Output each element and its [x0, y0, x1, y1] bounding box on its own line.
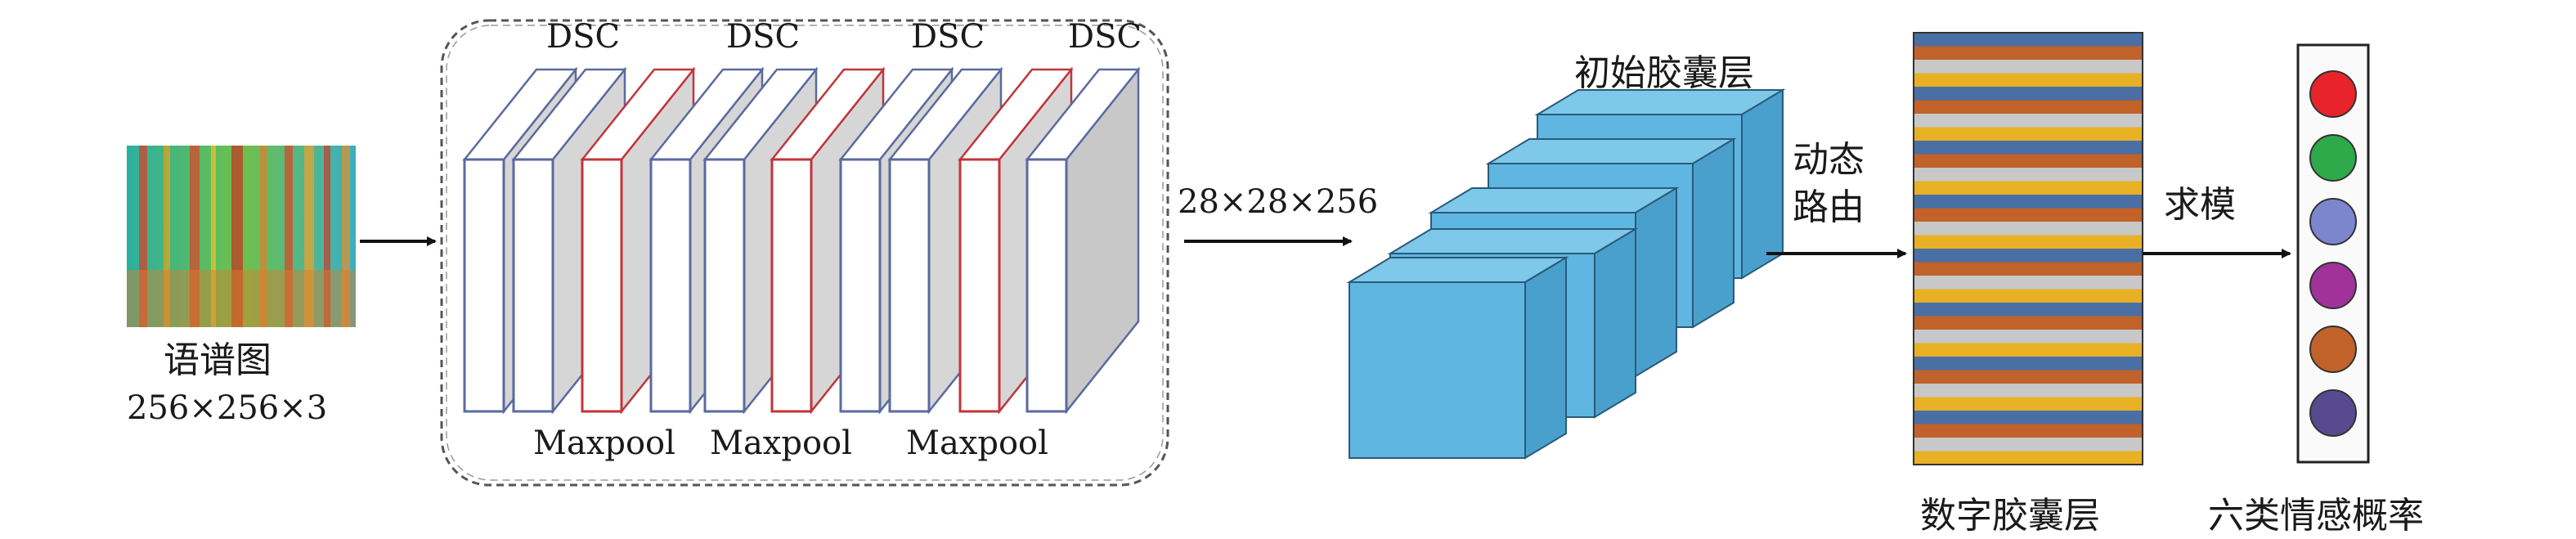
digit-capsule-stripe	[1914, 235, 2143, 249]
cnn-slab	[1025, 66, 1141, 415]
maxpool-label-1: Maxpool	[533, 424, 675, 462]
digit-capsule-stripe	[1914, 114, 2143, 128]
cnn-slab-front	[649, 158, 692, 413]
spectrogram-band	[231, 146, 243, 327]
spectrogram-band	[342, 146, 350, 327]
digit-capsule-stripe	[1914, 195, 2143, 209]
spectrogram-band	[324, 146, 330, 327]
digit-capsule-stripe	[1914, 330, 2143, 344]
digit-capsule-stripe	[1914, 73, 2143, 88]
maxpool-label-3: Maxpool	[906, 424, 1048, 462]
digit-capsule-stripe	[1914, 87, 2143, 101]
digit-capsule-stripe	[1914, 208, 2143, 222]
spectrogram-low-band	[127, 270, 356, 327]
cnn-slab-front	[512, 158, 554, 413]
emotion-probability-circle	[2309, 198, 2357, 245]
cube-top	[1387, 228, 1639, 254]
primary-caps-label: 初始胶囊层	[1574, 52, 1754, 94]
input-caption: 语谱图	[164, 339, 272, 381]
cnn-block-outline	[440, 19, 1169, 487]
emotion-probability-circle	[2309, 326, 2357, 373]
digit-capsule-stripe	[1914, 222, 2143, 236]
cnn-slab-front	[958, 158, 1001, 413]
digit-capsule-stripe	[1914, 343, 2143, 357]
input-dims: 256×256×3	[127, 389, 327, 427]
dsc-label-1: DSC	[546, 18, 620, 56]
digit-capsule-stripe	[1914, 181, 2143, 195]
feature-dims-label: 28×28×256	[1178, 183, 1378, 221]
norm-label: 求模	[2164, 184, 2236, 226]
digit-capsule-stripe	[1914, 303, 2143, 317]
primary-capsule-cube	[1346, 256, 1569, 460]
digit-capsule-stripe	[1914, 397, 2143, 411]
spectrogram-band	[164, 146, 170, 327]
digit-capsule-stripe	[1914, 100, 2143, 115]
digit-capsule-stripe	[1914, 289, 2143, 303]
cnn-slab-front	[581, 158, 623, 413]
cube-front	[1349, 281, 1526, 459]
digit-capsule-stripe	[1914, 168, 2143, 182]
digit-capsule-stripe	[1914, 141, 2143, 155]
emotion-probability-circle	[2309, 70, 2357, 118]
routing-label-line1: 动态	[1793, 139, 1865, 181]
digit-capsule-stack	[1913, 32, 2143, 465]
digit-capsule-stripe	[1914, 370, 2143, 384]
dsc-label-2: DSC	[726, 18, 800, 56]
digit-capsule-stripe	[1914, 384, 2143, 398]
spectrogram-image	[127, 146, 356, 327]
cnn-slab-front	[463, 158, 505, 413]
digit-capsule-frame	[1913, 32, 2143, 465]
cnn-layer-slabs	[462, 66, 1141, 415]
dsc-label-4: DSC	[1068, 18, 1142, 56]
cnn-slab-front	[839, 158, 882, 413]
cube-side	[1635, 186, 1677, 378]
digit-capsule-stripe	[1914, 424, 2143, 438]
digit-capsule-stripe	[1914, 411, 2143, 424]
digit-capsule-stripe	[1914, 438, 2143, 451]
cnn-slab-front	[703, 158, 746, 413]
cube-top	[1485, 138, 1737, 164]
spectrogram-band	[304, 146, 314, 327]
digit-capsule-stripe	[1914, 154, 2143, 168]
cube-side	[1741, 88, 1784, 280]
cube-side	[1692, 137, 1735, 329]
digit-capsule-stripe	[1914, 60, 2143, 74]
spectrogram-band	[285, 146, 293, 327]
emotion-probability-circle	[2309, 389, 2357, 437]
emotion-probability-circle	[2309, 262, 2357, 309]
cube-top	[1428, 187, 1680, 213]
digit-caps-label: 数字胶囊层	[1920, 495, 2100, 537]
digit-capsule-stripe	[1914, 262, 2143, 276]
digit-capsule-stripe	[1914, 127, 2143, 141]
cube-side	[1594, 227, 1636, 419]
cnn-slab-front	[888, 158, 931, 413]
cnn-slab-front	[1025, 158, 1068, 413]
primary-capsule-cubes	[1346, 88, 1786, 460]
digit-capsule-stripe	[1914, 276, 2143, 290]
digit-capsule-stripe	[1914, 451, 2143, 465]
digit-capsule-stripe	[1914, 357, 2143, 371]
emotion-probability-circles	[2309, 70, 2357, 437]
spectrogram-band	[260, 146, 267, 327]
cnn-block-outline-inner	[446, 25, 1164, 481]
digit-capsule-stripe	[1914, 249, 2143, 263]
digit-capsule-stripe	[1914, 316, 2143, 330]
output-label: 六类情感概率	[2208, 495, 2424, 537]
routing-label-line2: 路由	[1793, 186, 1865, 228]
spectrogram-band	[211, 146, 216, 327]
maxpool-label-2: Maxpool	[710, 424, 852, 462]
cnn-slab-front	[770, 158, 813, 413]
emotion-probability-circle	[2309, 134, 2357, 182]
digit-capsule-stripe	[1914, 33, 2143, 47]
spectrogram-band	[139, 146, 147, 327]
dsc-label-3: DSC	[911, 18, 985, 56]
digit-capsule-stripe	[1914, 46, 2143, 61]
spectrogram-band	[190, 146, 200, 327]
cube-side	[1524, 256, 1567, 460]
